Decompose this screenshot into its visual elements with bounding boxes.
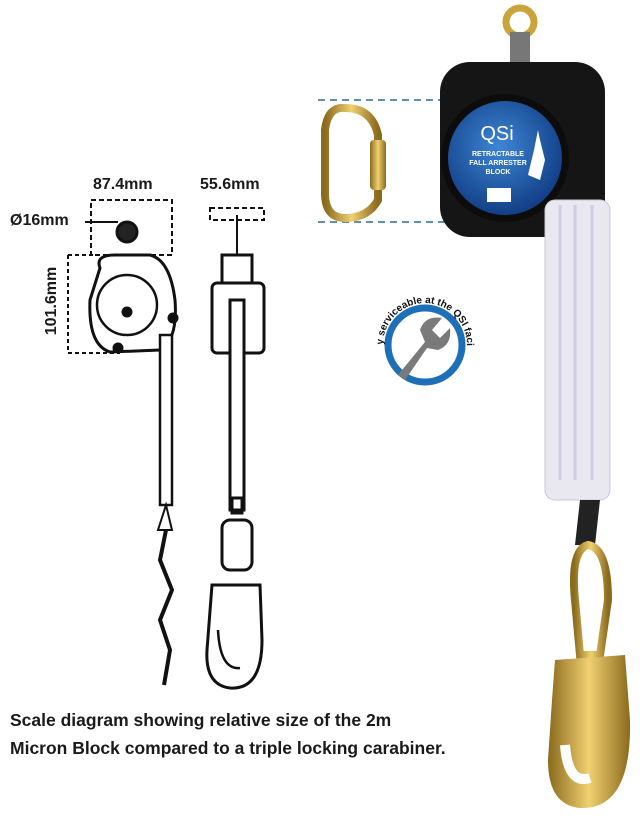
side-view-drawing: [205, 207, 266, 690]
retractable-block-image: QSi RETRACTABLE FALL ARRESTER BLOCK: [440, 4, 631, 809]
device-label-line2: FALL ARRESTER: [469, 160, 527, 167]
caption-line-2: Micron Block compared to a triple lockin…: [10, 738, 446, 758]
device-label-line3: BLOCK: [486, 169, 511, 176]
depth-dimension: 55.6mm: [200, 176, 260, 193]
caption-line-1: Scale diagram showing relative size of t…: [10, 710, 392, 730]
wrench-icon: [398, 317, 451, 380]
device-label-line1: RETRACTABLE: [472, 151, 524, 158]
front-view-drawing: [67, 199, 179, 686]
diameter-dimension: Ø16mm: [10, 212, 69, 229]
caption: Scale diagram showing relative size of t…: [10, 706, 446, 762]
height-dimension: 101.6mm: [43, 266, 60, 336]
climber-icon: [528, 130, 545, 180]
width-dimension: 87.4mm: [93, 176, 153, 193]
device-label: [448, 101, 562, 215]
carabiner-image: [318, 99, 455, 223]
device-brand: QSi: [480, 123, 513, 145]
